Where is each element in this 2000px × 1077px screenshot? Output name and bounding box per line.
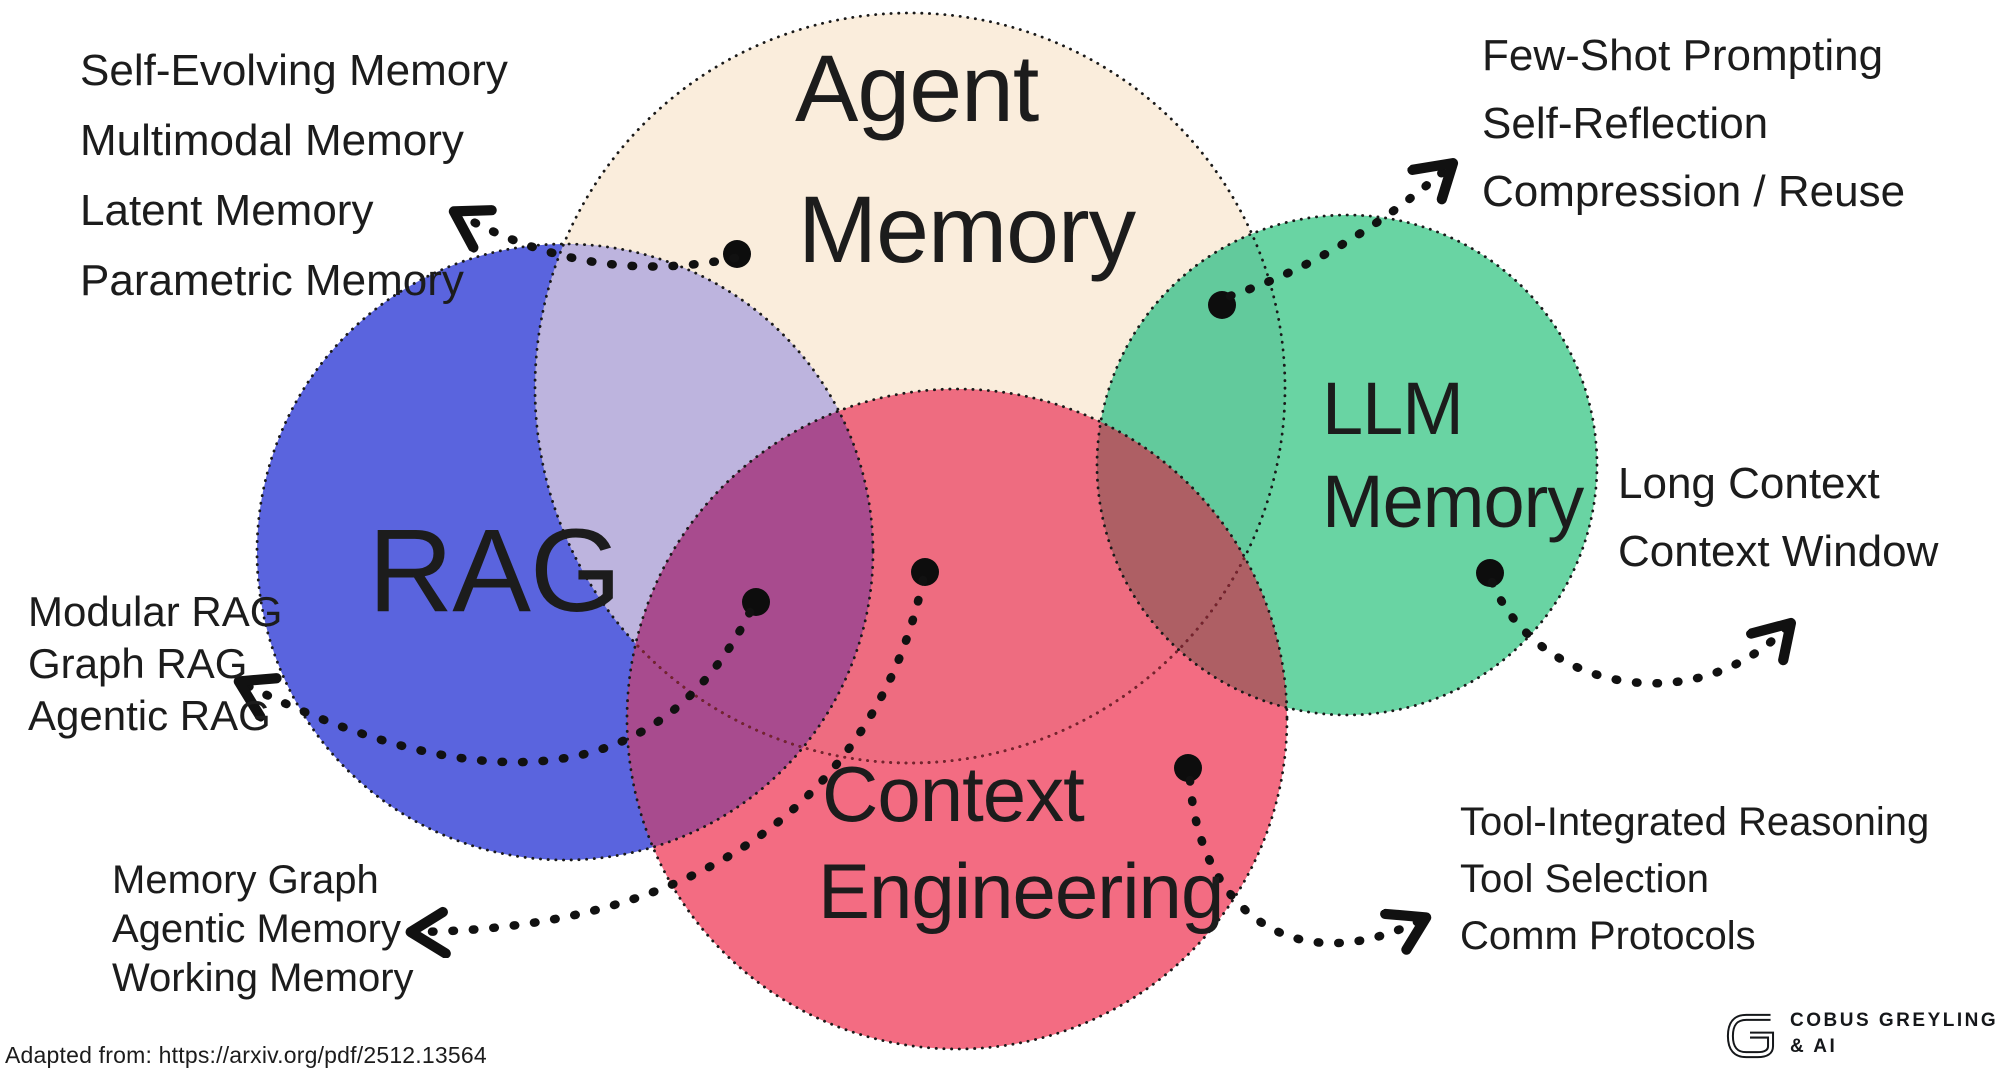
callout-agent-memory-types: Self-Evolving Memory Multimodal Memory L… [80,36,508,316]
callout-line: Agentic RAG [28,692,271,739]
agent-memory-label-line1: Agent [795,36,1039,142]
callout-tool-capabilities: Tool-Integrated Reasoning Tool Selection… [1460,794,1929,965]
callout-line: Tool-Integrated Reasoning [1460,800,1930,844]
callout-line: Few-Shot Prompting [1482,31,1884,80]
callout-line: Parametric Memory [80,256,464,305]
brand-name: COBUS GREYLING [1790,1010,1999,1031]
callout-memory-structures: Memory Graph Agentic Memory Working Memo… [112,856,414,1003]
arrow-to-working-memory-list [412,575,928,932]
context-engineering-label-line2: Engineering [818,847,1224,935]
arrow-to-prompting-list [1225,164,1452,301]
agent-memory-label-line2: Memory [798,177,1136,283]
callout-line: Compression / Reuse [1482,167,1906,216]
g-logo-icon [1726,1013,1775,1059]
callout-line: Graph RAG [28,640,248,687]
callout-line: Self-Evolving Memory [80,46,508,95]
arrow-to-tool-list [1185,775,1425,943]
ce-llm-overlap [1097,389,1287,715]
callout-line: Self-Reflection [1482,99,1769,148]
brand-subname: & AI [1790,1035,1838,1057]
brand-logo: COBUS GREYLING & AI [1722,1008,1998,1064]
callout-long-context: Long Context Context Window [1618,450,1938,586]
rag-outline [255,242,875,862]
llm-memory-label-line1: LLM [1322,367,1464,450]
llm-memory-label-line2: Memory [1322,460,1584,543]
callout-line: Agentic Memory [112,907,401,951]
arrow-to-rag-list [240,607,755,767]
callout-rag-variants: Modular RAG Graph RAG Agentic RAG [28,586,282,742]
arrow-to-agent-memory-list [455,212,740,271]
callout-prompting-techniques: Few-Shot Prompting Self-Reflection Compr… [1482,22,1905,226]
llm-right-anchor-dot [1476,559,1504,587]
callout-line: Multimodal Memory [80,116,464,165]
callout-line: Working Memory [112,956,414,1000]
agent-memory-outline [533,11,1287,765]
context-engineering-label-line1: Context [822,750,1085,838]
llm-memory-outline [1095,213,1599,717]
callout-line: Modular RAG [28,588,283,635]
callout-line: Long Context [1618,459,1880,508]
callout-line: Latent Memory [80,186,374,235]
callout-line: Comm Protocols [1460,914,1756,958]
ce-right-anchor-dot [1174,754,1202,782]
ce-rag-overlap [627,389,873,860]
attribution-note: Adapted from: https://arxiv.org/pdf/2512… [5,1042,487,1068]
context-engineering-outline [625,387,1289,1051]
ce-top-anchor-dot [911,558,939,586]
rag-label: RAG [368,505,622,637]
callout-line: Context Window [1618,527,1939,576]
agent-memory-anchor-dot [723,240,751,268]
callout-line: Tool Selection [1460,857,1710,901]
callout-line: Memory Graph [112,858,379,902]
